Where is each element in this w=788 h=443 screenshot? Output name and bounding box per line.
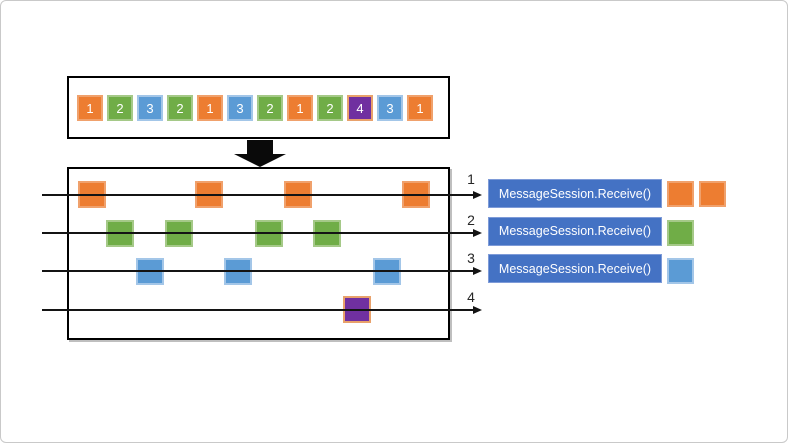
sequence-square-session-1: 1: [287, 95, 313, 121]
received-message-square-orange: [699, 181, 726, 207]
down-arrow-icon: [234, 154, 286, 167]
sequence-square-session-3: 3: [377, 95, 403, 121]
sequence-square-session-4: 4: [347, 95, 373, 121]
sequence-square-session-1: 1: [197, 95, 223, 121]
received-message-square-green: [667, 219, 694, 246]
sequence-square-session-1: 1: [77, 95, 103, 121]
lane-3-timeline-arrow: [42, 267, 482, 275]
message-session-receive-button-3: MessageSession.Receive(): [488, 254, 662, 283]
received-message-square-blue: [667, 258, 694, 284]
sequence-square-session-3: 3: [227, 95, 253, 121]
sequence-square-session-2: 2: [317, 95, 343, 121]
received-messages-row-1: [667, 181, 726, 207]
sequence-square-session-1: 1: [407, 95, 433, 121]
lane-label-2: 2: [467, 212, 475, 228]
session-lanes-frame: [67, 167, 450, 340]
sequence-square-session-2: 2: [167, 95, 193, 121]
received-message-square-orange: [667, 181, 694, 207]
received-messages-row-3: [667, 258, 694, 284]
down-arrow-icon: [247, 140, 273, 155]
message-queue-frame: [67, 76, 450, 139]
lane-label-1: 1: [467, 171, 475, 187]
lane-2-timeline-arrow: [42, 229, 482, 237]
sequence-square-session-2: 2: [257, 95, 283, 121]
sequence-square-session-2: 2: [107, 95, 133, 121]
sequence-square-session-3: 3: [137, 95, 163, 121]
message-session-receive-button-2: MessageSession.Receive(): [488, 216, 662, 246]
message-session-receive-button-1: MessageSession.Receive(): [488, 179, 662, 208]
lane-4-timeline-arrow: [42, 305, 482, 314]
lane-label-4: 4: [467, 289, 475, 305]
received-messages-row-2: [667, 219, 694, 246]
lane-1-timeline-arrow: [42, 190, 482, 199]
lane-label-3: 3: [467, 250, 475, 266]
